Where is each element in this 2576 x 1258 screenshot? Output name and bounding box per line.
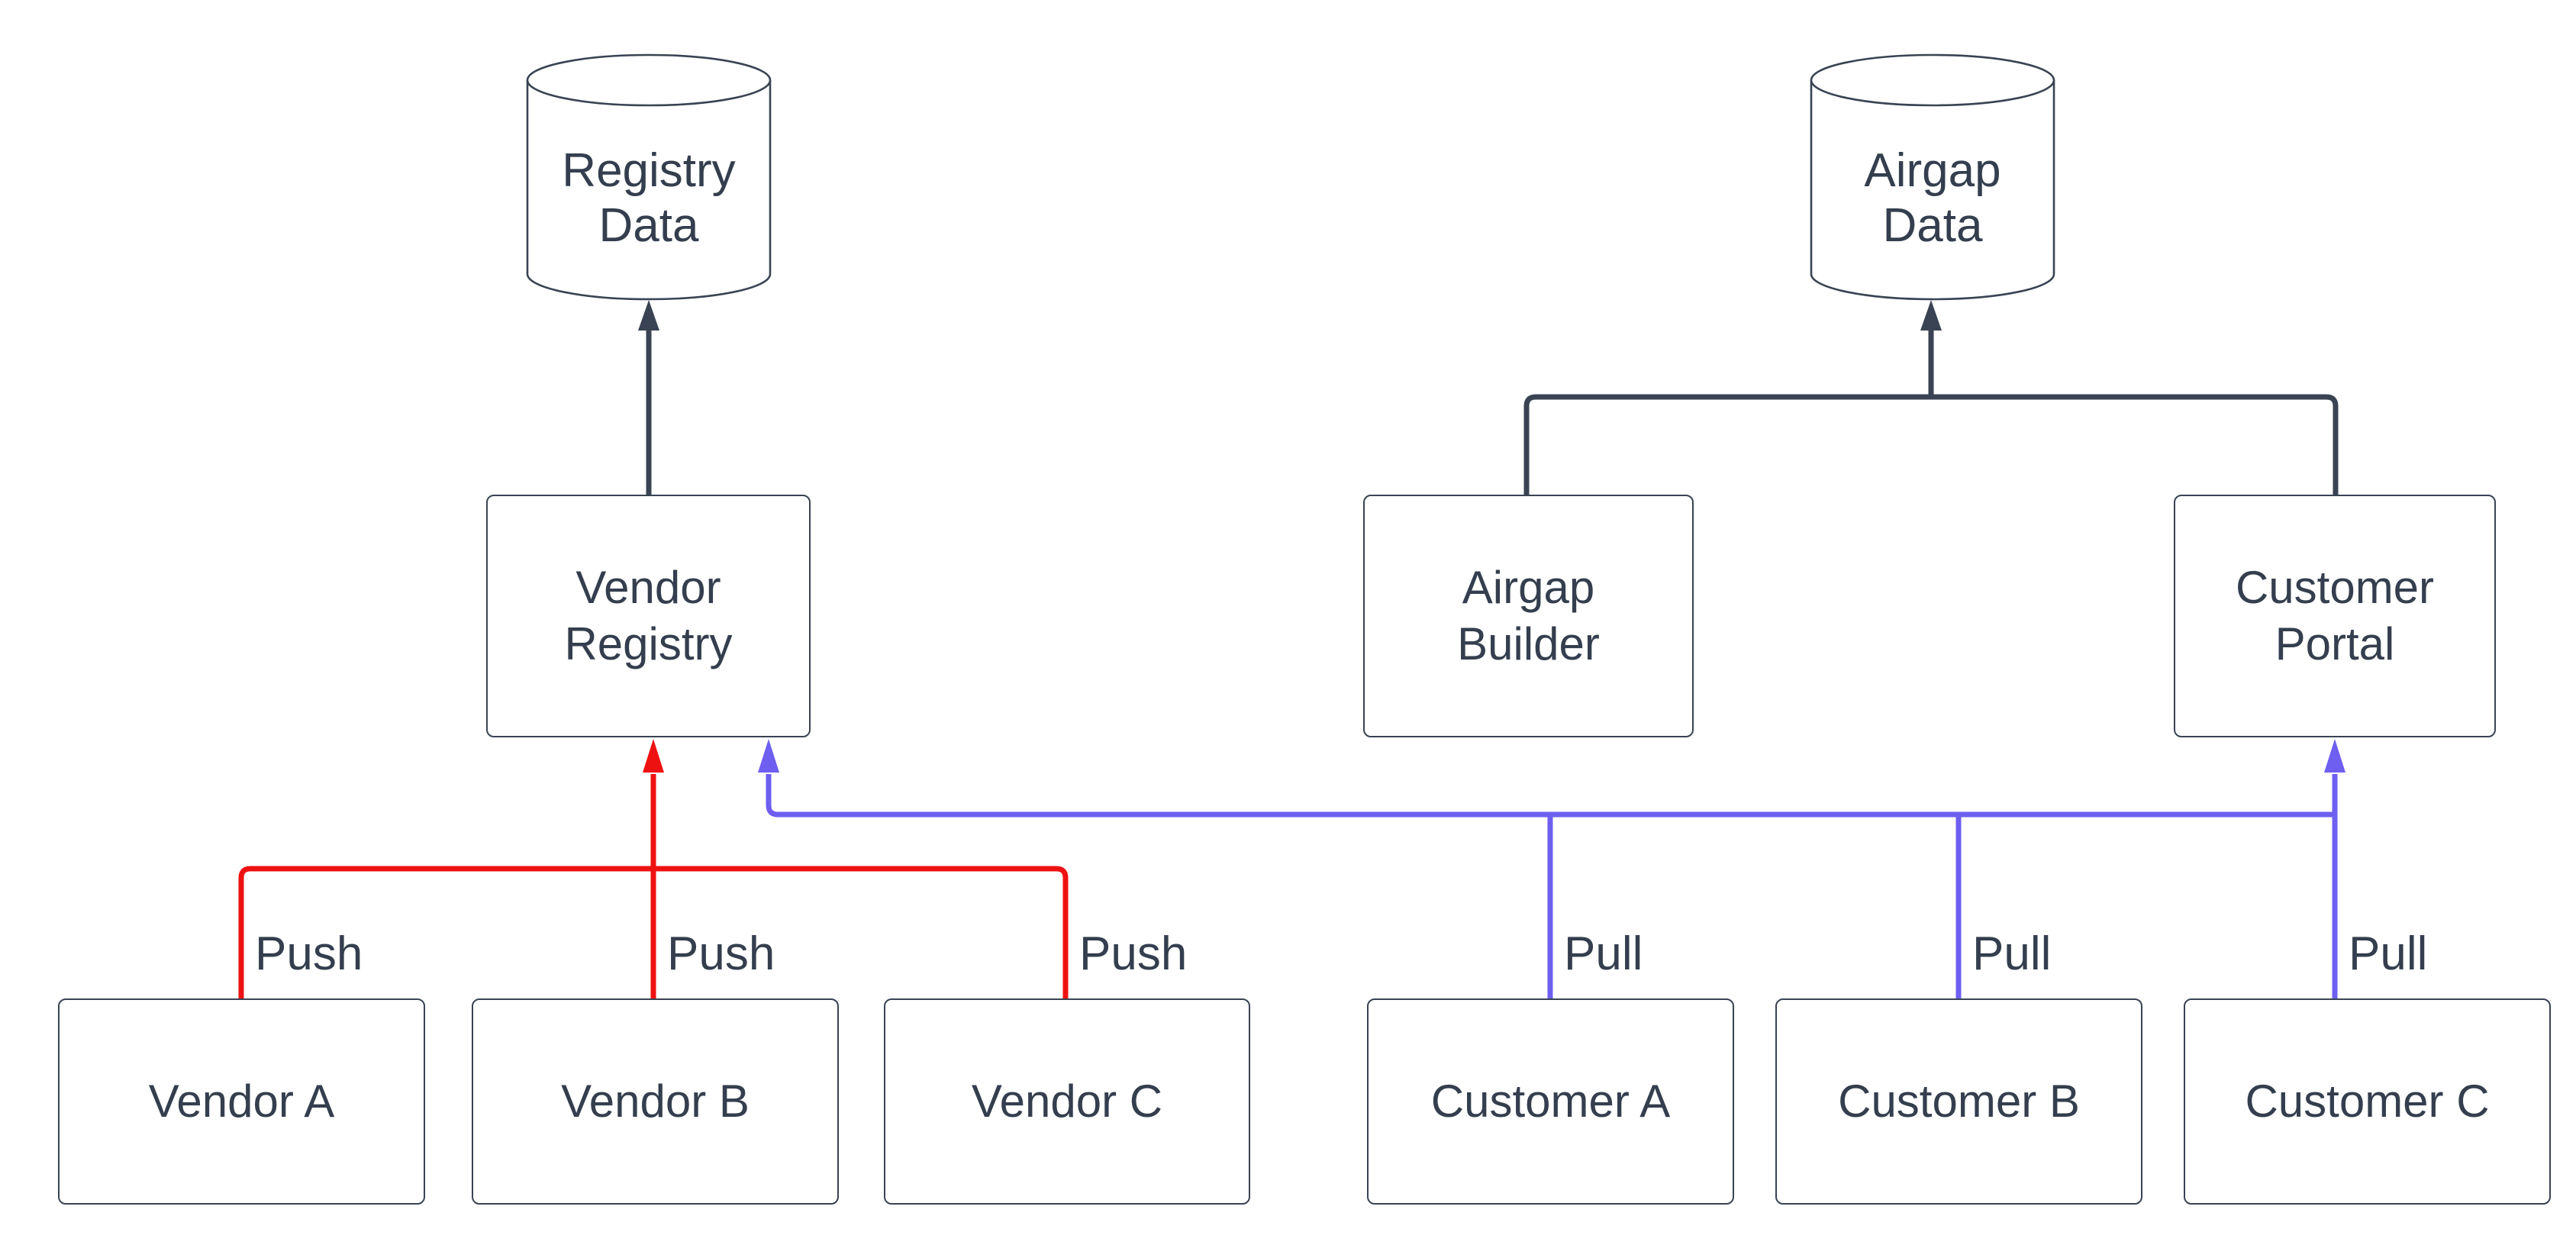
edge-label-push-vendor-c: Push [1079, 927, 1188, 980]
node-label-line: Builder [1457, 618, 1600, 669]
database-cylinder-registry-data [526, 80, 772, 301]
node-customer-a: Customer A [1367, 998, 1734, 1205]
edge-builder-portal-merge [1523, 394, 2339, 495]
arrowhead-into-airgap-data [1920, 300, 1942, 331]
node-label-line: Customer [2235, 562, 2435, 613]
edge-label-pull-customer-a: Pull [1564, 927, 1643, 980]
edge-pull-trunk-to-vendor-registry [766, 774, 2335, 818]
node-label-line: Registry [564, 618, 733, 669]
datastore-airgap-data: Airgap Data [1811, 107, 2054, 290]
node-customer-c: Customer C [2184, 998, 2551, 1205]
node-label-line: Portal [2275, 618, 2395, 669]
database-cylinder-registry-data-top [526, 53, 772, 107]
datastore-registry-data: Registry Data [527, 107, 770, 290]
database-cylinder-airgap-data [1810, 80, 2055, 301]
node-label: Customer C [2245, 1076, 2490, 1127]
datastore-label-line: Airgap [1864, 144, 2001, 197]
node-vendor-registry: Vendor Registry [486, 495, 811, 737]
node-vendor-c: Vendor C [884, 998, 1250, 1205]
node-label: Vendor B [561, 1076, 750, 1127]
arrowhead-into-registry-data [638, 300, 659, 331]
datastore-label-line: Data [598, 199, 699, 252]
node-label-line: Airgap [1462, 562, 1595, 613]
arrowhead-push-into-vendor-registry [643, 739, 664, 773]
arrowhead-pull-into-customer-portal [2324, 739, 2345, 773]
datastore-label-line: Registry [562, 144, 736, 197]
edge-label-pull-customer-c: Pull [2349, 927, 2428, 980]
node-airgap-builder: Airgap Builder [1363, 495, 1694, 737]
node-vendor-a: Vendor A [58, 998, 425, 1205]
edge-label-push-vendor-a: Push [255, 927, 363, 980]
datastore-label-line: Data [1882, 199, 1983, 252]
edge-label-pull-customer-b: Pull [1972, 927, 2052, 980]
database-cylinder-airgap-data-top [1810, 53, 2055, 107]
node-label: Vendor C [971, 1076, 1163, 1127]
node-customer-b: Customer B [1775, 998, 2142, 1205]
node-label: Vendor A [148, 1076, 335, 1127]
node-customer-portal: Customer Portal [2174, 495, 2496, 737]
node-vendor-b: Vendor B [472, 998, 839, 1205]
node-label-line: Vendor [575, 562, 721, 613]
arrowhead-pull-into-vendor-registry [758, 739, 779, 773]
node-label: Customer A [1430, 1076, 1671, 1127]
node-label: Customer B [1838, 1076, 2080, 1127]
edge-label-push-vendor-b: Push [667, 927, 775, 980]
